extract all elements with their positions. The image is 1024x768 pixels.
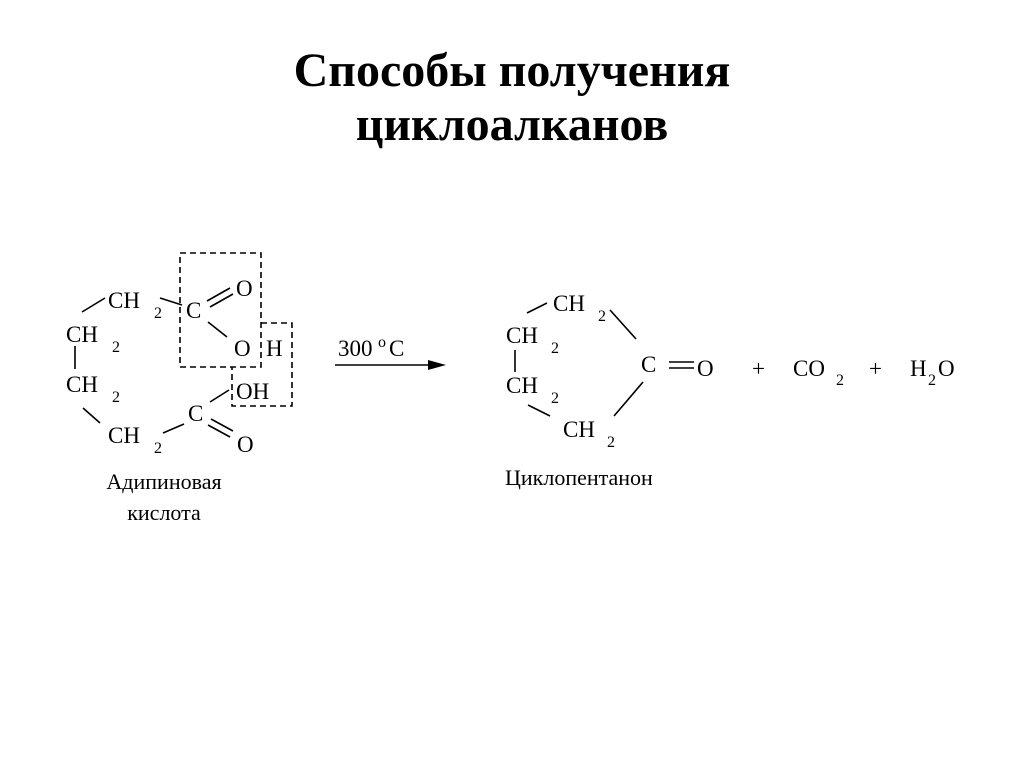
reactant-name-2: кислота — [127, 500, 201, 525]
dashed-box-h2o — [231, 322, 293, 407]
degree-sign: o — [378, 334, 386, 351]
double-bond — [206, 287, 231, 302]
h2o-label: H — [910, 356, 927, 381]
h2o-oxygen: O — [938, 356, 955, 381]
ch2-label: CH — [108, 423, 140, 448]
ch2-label: CH — [563, 417, 595, 442]
title-line-1: Способы получения — [293, 44, 731, 97]
ch2-label: CH — [506, 373, 538, 398]
temperature: 300 — [338, 336, 373, 361]
hydroxyl-label: OH — [236, 379, 269, 404]
subscript: 2 — [112, 389, 120, 406]
oxygen-label: O — [236, 276, 253, 301]
ch2-label: CH — [553, 291, 585, 316]
reaction-arrow: 300 o C — [335, 334, 446, 370]
hydrogen-label: H — [266, 336, 283, 361]
slide-title: Способы получения циклоалканов — [0, 44, 1024, 152]
subscript: 2 — [836, 372, 844, 389]
double-bond — [210, 418, 234, 432]
co2-label: CO — [793, 356, 825, 381]
subscript: 2 — [607, 434, 615, 451]
ch2-label: CH — [66, 372, 98, 397]
carbon-label: C — [641, 352, 656, 377]
adipic-acid-structure: CH 2 CH 2 CH 2 CH 2 C O O H OH C O — [66, 276, 283, 457]
ch2-label: CH — [108, 288, 140, 313]
ch2-label: CH — [66, 322, 98, 347]
carbon-label: C — [188, 401, 203, 426]
double-bond — [207, 424, 231, 438]
bond — [609, 309, 637, 340]
bond — [207, 321, 228, 338]
bond — [82, 407, 101, 424]
bond — [159, 297, 183, 306]
bond — [81, 297, 106, 313]
bond — [526, 302, 548, 314]
oxygen-label: O — [234, 336, 251, 361]
bond — [613, 381, 644, 417]
arrow-head-icon — [428, 360, 446, 370]
bond — [527, 404, 551, 417]
subscript: 2 — [928, 372, 936, 389]
cyclopentanone-structure: CH 2 CH 2 CH 2 CH 2 C O — [506, 291, 714, 451]
plus-sign: + — [752, 356, 765, 381]
plus-sign: + — [869, 356, 882, 381]
subscript: 2 — [551, 390, 559, 407]
oxygen-label: O — [697, 356, 714, 381]
oxygen-label: O — [237, 432, 254, 457]
temperature-unit: C — [389, 336, 404, 361]
title-line-2: циклоалканов — [355, 98, 669, 151]
ch2-label: CH — [506, 323, 538, 348]
subscript: 2 — [154, 440, 162, 457]
subscript: 2 — [598, 308, 606, 325]
product-name: Циклопентанон — [505, 465, 653, 490]
subscript: 2 — [112, 339, 120, 356]
dashed-box-cooh — [179, 252, 262, 368]
subscript: 2 — [551, 340, 559, 357]
bond — [209, 389, 230, 403]
byproducts: + CO 2 + H 2 O — [752, 356, 955, 389]
carbon-label: C — [186, 298, 201, 323]
bond — [162, 423, 185, 434]
double-bond — [209, 293, 234, 308]
subscript: 2 — [154, 305, 162, 322]
reactant-name: Адипиновая — [106, 469, 221, 494]
